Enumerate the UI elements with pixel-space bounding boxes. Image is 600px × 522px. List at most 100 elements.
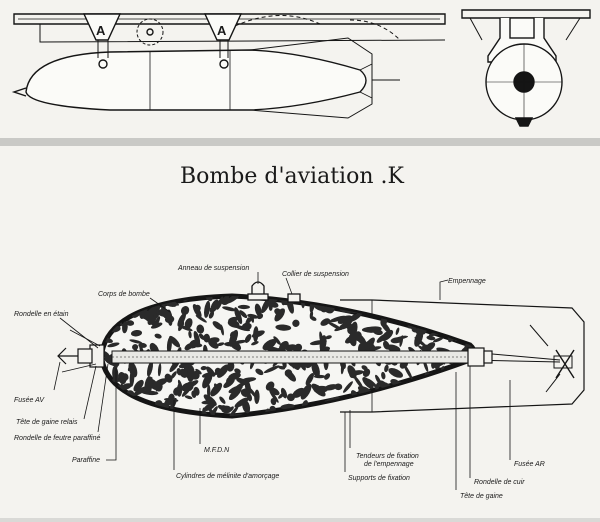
explosive-chunk: [133, 386, 148, 396]
explosive-chunk: [180, 306, 190, 315]
explosive-chunk: [203, 402, 216, 412]
explosive-chunk: [256, 313, 264, 320]
side-view-drawing: [11, 13, 446, 119]
explosive-chunk: [112, 365, 119, 383]
explosive-chunk: [146, 361, 154, 377]
explosive-chunk: [208, 337, 220, 344]
explosive-chunk: [269, 390, 279, 403]
explosive-chunk: [399, 335, 404, 347]
explosive-chunk: [169, 397, 177, 410]
explosive-chunk: [362, 377, 374, 389]
explosive-chunk: [237, 304, 250, 310]
explosive-chunk: [300, 383, 312, 400]
explosive-chunk: [364, 343, 374, 350]
explosive-chunk: [372, 329, 383, 336]
explosive-chunk: [170, 371, 177, 379]
explosive-chunk: [414, 330, 424, 347]
explosive-chunk: [130, 329, 143, 337]
front-view-drawing: [461, 9, 591, 127]
diagram-title: Bombe d'aviation .K: [180, 164, 404, 189]
explosive-chunk: [217, 342, 225, 347]
explosive-chunk: [414, 337, 427, 348]
explosive-chunk: [251, 330, 265, 338]
explosive-chunk: [157, 363, 162, 377]
explosive-chunk: [169, 335, 181, 348]
explosive-chunk: [343, 381, 353, 393]
explosive-chunk: [234, 368, 241, 374]
support-mark-2: A: [217, 23, 227, 38]
explosive-chunk: [178, 325, 193, 332]
explosive-chunk: [292, 387, 305, 398]
explosive-chunk: [202, 372, 213, 389]
explosive-chunk: [386, 344, 401, 353]
explosive-chunk: [222, 306, 237, 312]
explosive-chunk: [187, 365, 195, 378]
explosive-chunk: [239, 310, 248, 319]
label-fusee-ar: Fusée AR: [514, 461, 545, 468]
explosive-chunk: [255, 368, 264, 376]
explosive-chunk: [177, 312, 186, 327]
label-bomb-body: Corps de bombe: [98, 291, 150, 298]
explosive-chunk: [235, 379, 252, 388]
explosive-chunk: [384, 364, 389, 373]
label-tendeurs-1: Tendeurs de fixation: [356, 453, 419, 460]
explosive-chunk: [192, 304, 202, 318]
label-suspension-collar: Collier de suspension: [282, 271, 349, 278]
explosive-chunk: [247, 386, 258, 399]
label-cylindres: Cylindres de mélinite d'amorçage: [176, 473, 279, 480]
explosive-chunk: [348, 313, 362, 322]
explosive-chunk: [311, 361, 320, 378]
label-fusee-av: Fusée AV: [14, 397, 45, 404]
explosive-chunk: [366, 346, 382, 352]
explosive-chunk: [213, 383, 219, 391]
explosive-chunk: [164, 373, 173, 383]
explosive-chunk: [234, 307, 243, 325]
explosive-chunk: [361, 365, 368, 371]
explosive-chunk: [234, 397, 249, 408]
explosive-chunk: [426, 335, 436, 341]
panel-divider: [0, 138, 600, 146]
explosive-chunk: [320, 318, 331, 326]
explosive-chunk: [132, 344, 139, 351]
explosive-chunk: [210, 299, 220, 313]
explosive-chunk: [155, 311, 166, 317]
explosive-chunk: [263, 365, 280, 374]
explosive-chunk: [234, 339, 247, 344]
explosive-chunk: [280, 387, 288, 399]
explosive-chunk: [274, 308, 285, 322]
explosive-chunk: [228, 406, 234, 412]
explosive-chunk: [193, 330, 201, 346]
explosive-chunk: [263, 346, 280, 352]
support-mark-1: A: [96, 23, 106, 38]
explosive-chunk: [122, 321, 128, 334]
explosive-chunk: [244, 317, 250, 331]
explosive-chunk: [154, 333, 162, 339]
label-rondelle-etain: Rondelle en étain: [14, 311, 69, 318]
explosive-chunk: [195, 368, 202, 375]
explosive-chunk: [184, 395, 193, 400]
explosive-chunk: [305, 373, 314, 386]
explosive-chunk: [362, 368, 371, 377]
explosive-chunk: [250, 315, 255, 323]
explosive-chunk: [217, 364, 229, 378]
explosive-chunk: [126, 320, 135, 326]
explosive-chunk: [383, 340, 390, 350]
explosive-chunk: [380, 321, 391, 334]
label-tendeurs-2: de l'empennage: [364, 461, 414, 468]
explosive-chunk: [129, 369, 135, 387]
explosive-chunk: [227, 320, 238, 328]
explosive-chunk: [228, 386, 242, 401]
explosive-chunk: [107, 342, 120, 348]
explosive-chunk: [251, 341, 259, 346]
explosive-chunk: [208, 311, 214, 319]
explosive-chunk: [345, 322, 354, 330]
explosive-chunk: [327, 321, 342, 331]
explosive-chunk: [177, 379, 183, 390]
explosive-chunk: [388, 368, 403, 378]
tail-plug: [467, 347, 493, 367]
explosive-chunk: [184, 343, 194, 351]
label-tete-gaine: Tête de gaine: [460, 493, 503, 500]
explosive-chunk: [226, 361, 235, 372]
explosive-chunk: [292, 319, 300, 327]
